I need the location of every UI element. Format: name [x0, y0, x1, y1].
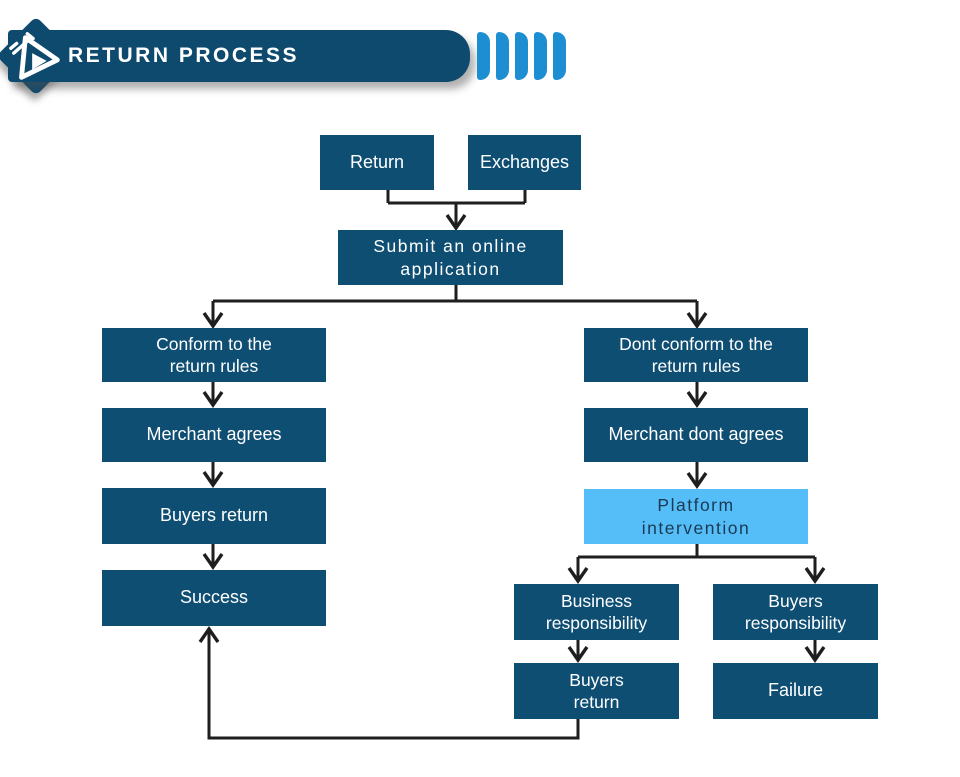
node-label: Platform: [657, 495, 735, 516]
chevron-shape-icon: [496, 32, 509, 80]
node-buyers-return: Buyers return: [102, 488, 326, 544]
node-label: return rules: [169, 356, 259, 376]
node-buyers-return-bottom: Buyers return: [514, 663, 679, 719]
node-label: Merchant dont agrees: [608, 424, 784, 445]
node-label: Buyers: [569, 669, 624, 690]
chevron-shape-icon: [477, 32, 490, 80]
play-wrench-logo-icon: [9, 32, 60, 80]
node-label: Success: [179, 587, 249, 608]
node-label: return: [573, 692, 620, 712]
node-label: Failure: [767, 680, 824, 701]
node-label: Merchant agrees: [146, 424, 282, 445]
node-label: Dont conform to the: [619, 333, 773, 354]
page-title: RETURN PROCESS: [68, 44, 300, 67]
node-label: Business: [560, 590, 632, 611]
node-buyers-responsibility: Buyers responsibility: [713, 584, 878, 640]
node-return: Return: [320, 135, 434, 190]
node-label: responsibility: [545, 613, 648, 633]
node-label: application: [400, 258, 501, 279]
node-label: responsibility: [744, 613, 847, 633]
node-platform-intervention: Platform intervention: [584, 489, 808, 544]
node-label: Submit an online: [373, 236, 528, 257]
node-merchant-dont-agrees: Merchant dont agrees: [584, 408, 808, 462]
node-label: Exchanges: [479, 151, 570, 172]
title-banner: RETURN PROCESS: [8, 30, 470, 82]
node-submit-application: Submit an online application: [338, 230, 563, 285]
node-label: return rules: [651, 356, 741, 376]
node-label: Buyers return: [159, 505, 269, 526]
node-merchant-agrees: Merchant agrees: [102, 408, 326, 462]
banner-decor-chevrons: [477, 32, 566, 80]
node-label: Return: [349, 151, 405, 172]
node-label: Conform to the: [156, 333, 272, 354]
node-label: intervention: [641, 517, 751, 538]
node-failure: Failure: [713, 663, 878, 719]
node-business-responsibility: Business responsibility: [514, 584, 679, 640]
node-label: Buyers: [768, 590, 823, 611]
node-conform-rules: Conform to the return rules: [102, 328, 326, 382]
chevron-shape-icon: [534, 32, 547, 80]
node-success: Success: [102, 570, 326, 626]
chevron-shape-icon: [553, 32, 566, 80]
node-exchanges: Exchanges: [468, 135, 581, 190]
chevron-shape-icon: [515, 32, 528, 80]
node-dont-conform-rules: Dont conform to the return rules: [584, 328, 808, 382]
